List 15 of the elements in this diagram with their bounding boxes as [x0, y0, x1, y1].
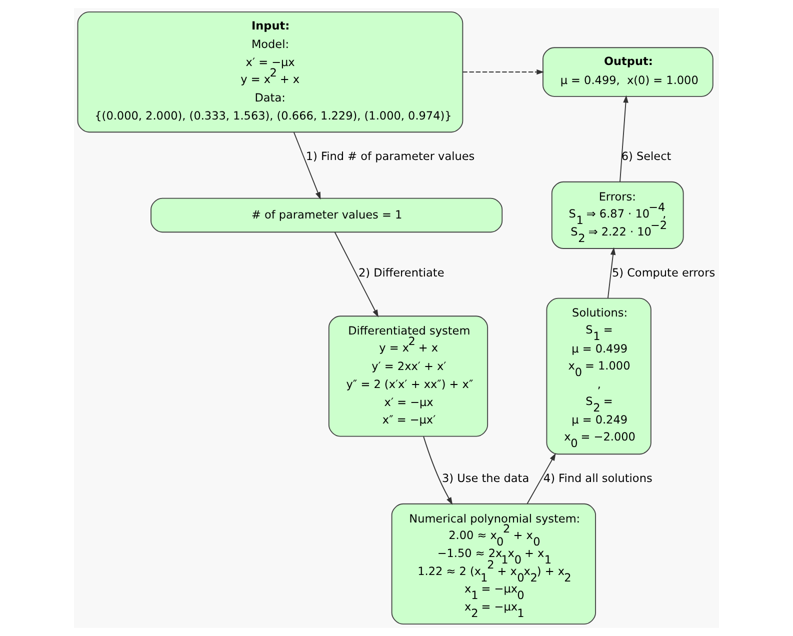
edge-label: 5) Compute errors [612, 266, 716, 280]
edge-label: 1) Find # of parameter values [306, 150, 475, 163]
node-box: # of parameter values = 1 [150, 198, 503, 233]
arrow [423, 436, 453, 505]
arrow [334, 232, 378, 318]
edge-label: 4) Find all solutions [543, 472, 652, 485]
arrow [462, 69, 544, 75]
arrow [293, 132, 321, 200]
arrow [620, 95, 628, 182]
arrow [526, 453, 556, 504]
edge-label: 3) Use the data [442, 472, 530, 485]
arrow [607, 247, 616, 299]
node-box: Output: μ = 0.499, x(0) = 1.000 [542, 47, 714, 97]
edge-label: 6) Select [621, 150, 672, 163]
edge-label: 2) Differentiate [358, 266, 444, 280]
